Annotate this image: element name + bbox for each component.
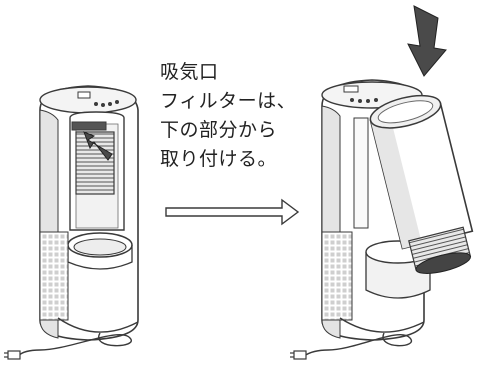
plug-icon (293, 350, 307, 360)
down-arrow-icon (407, 5, 447, 77)
caption-line-4: 取り付ける。 (160, 148, 278, 170)
filter-tank (369, 94, 474, 274)
instruction-caption: 吸気口 フィルターは、 下の部分から 取り付ける。 (160, 58, 310, 174)
hand-pointing-arrow (83, 131, 113, 161)
air-grille-left (39, 231, 69, 321)
left-humidifier (4, 85, 139, 360)
plug-icon (7, 350, 21, 360)
caption-line-3: 下の部分から (160, 119, 278, 141)
power-cord-right (303, 332, 413, 357)
right-humidifier (290, 5, 474, 360)
right-arrow-icon (165, 198, 300, 226)
power-cord-left (17, 332, 133, 357)
intake-filter (75, 131, 115, 195)
caption-line-2: フィルターは、 (160, 90, 297, 112)
air-grille-right (321, 231, 353, 321)
caption-line-1: 吸気口 (160, 61, 219, 83)
